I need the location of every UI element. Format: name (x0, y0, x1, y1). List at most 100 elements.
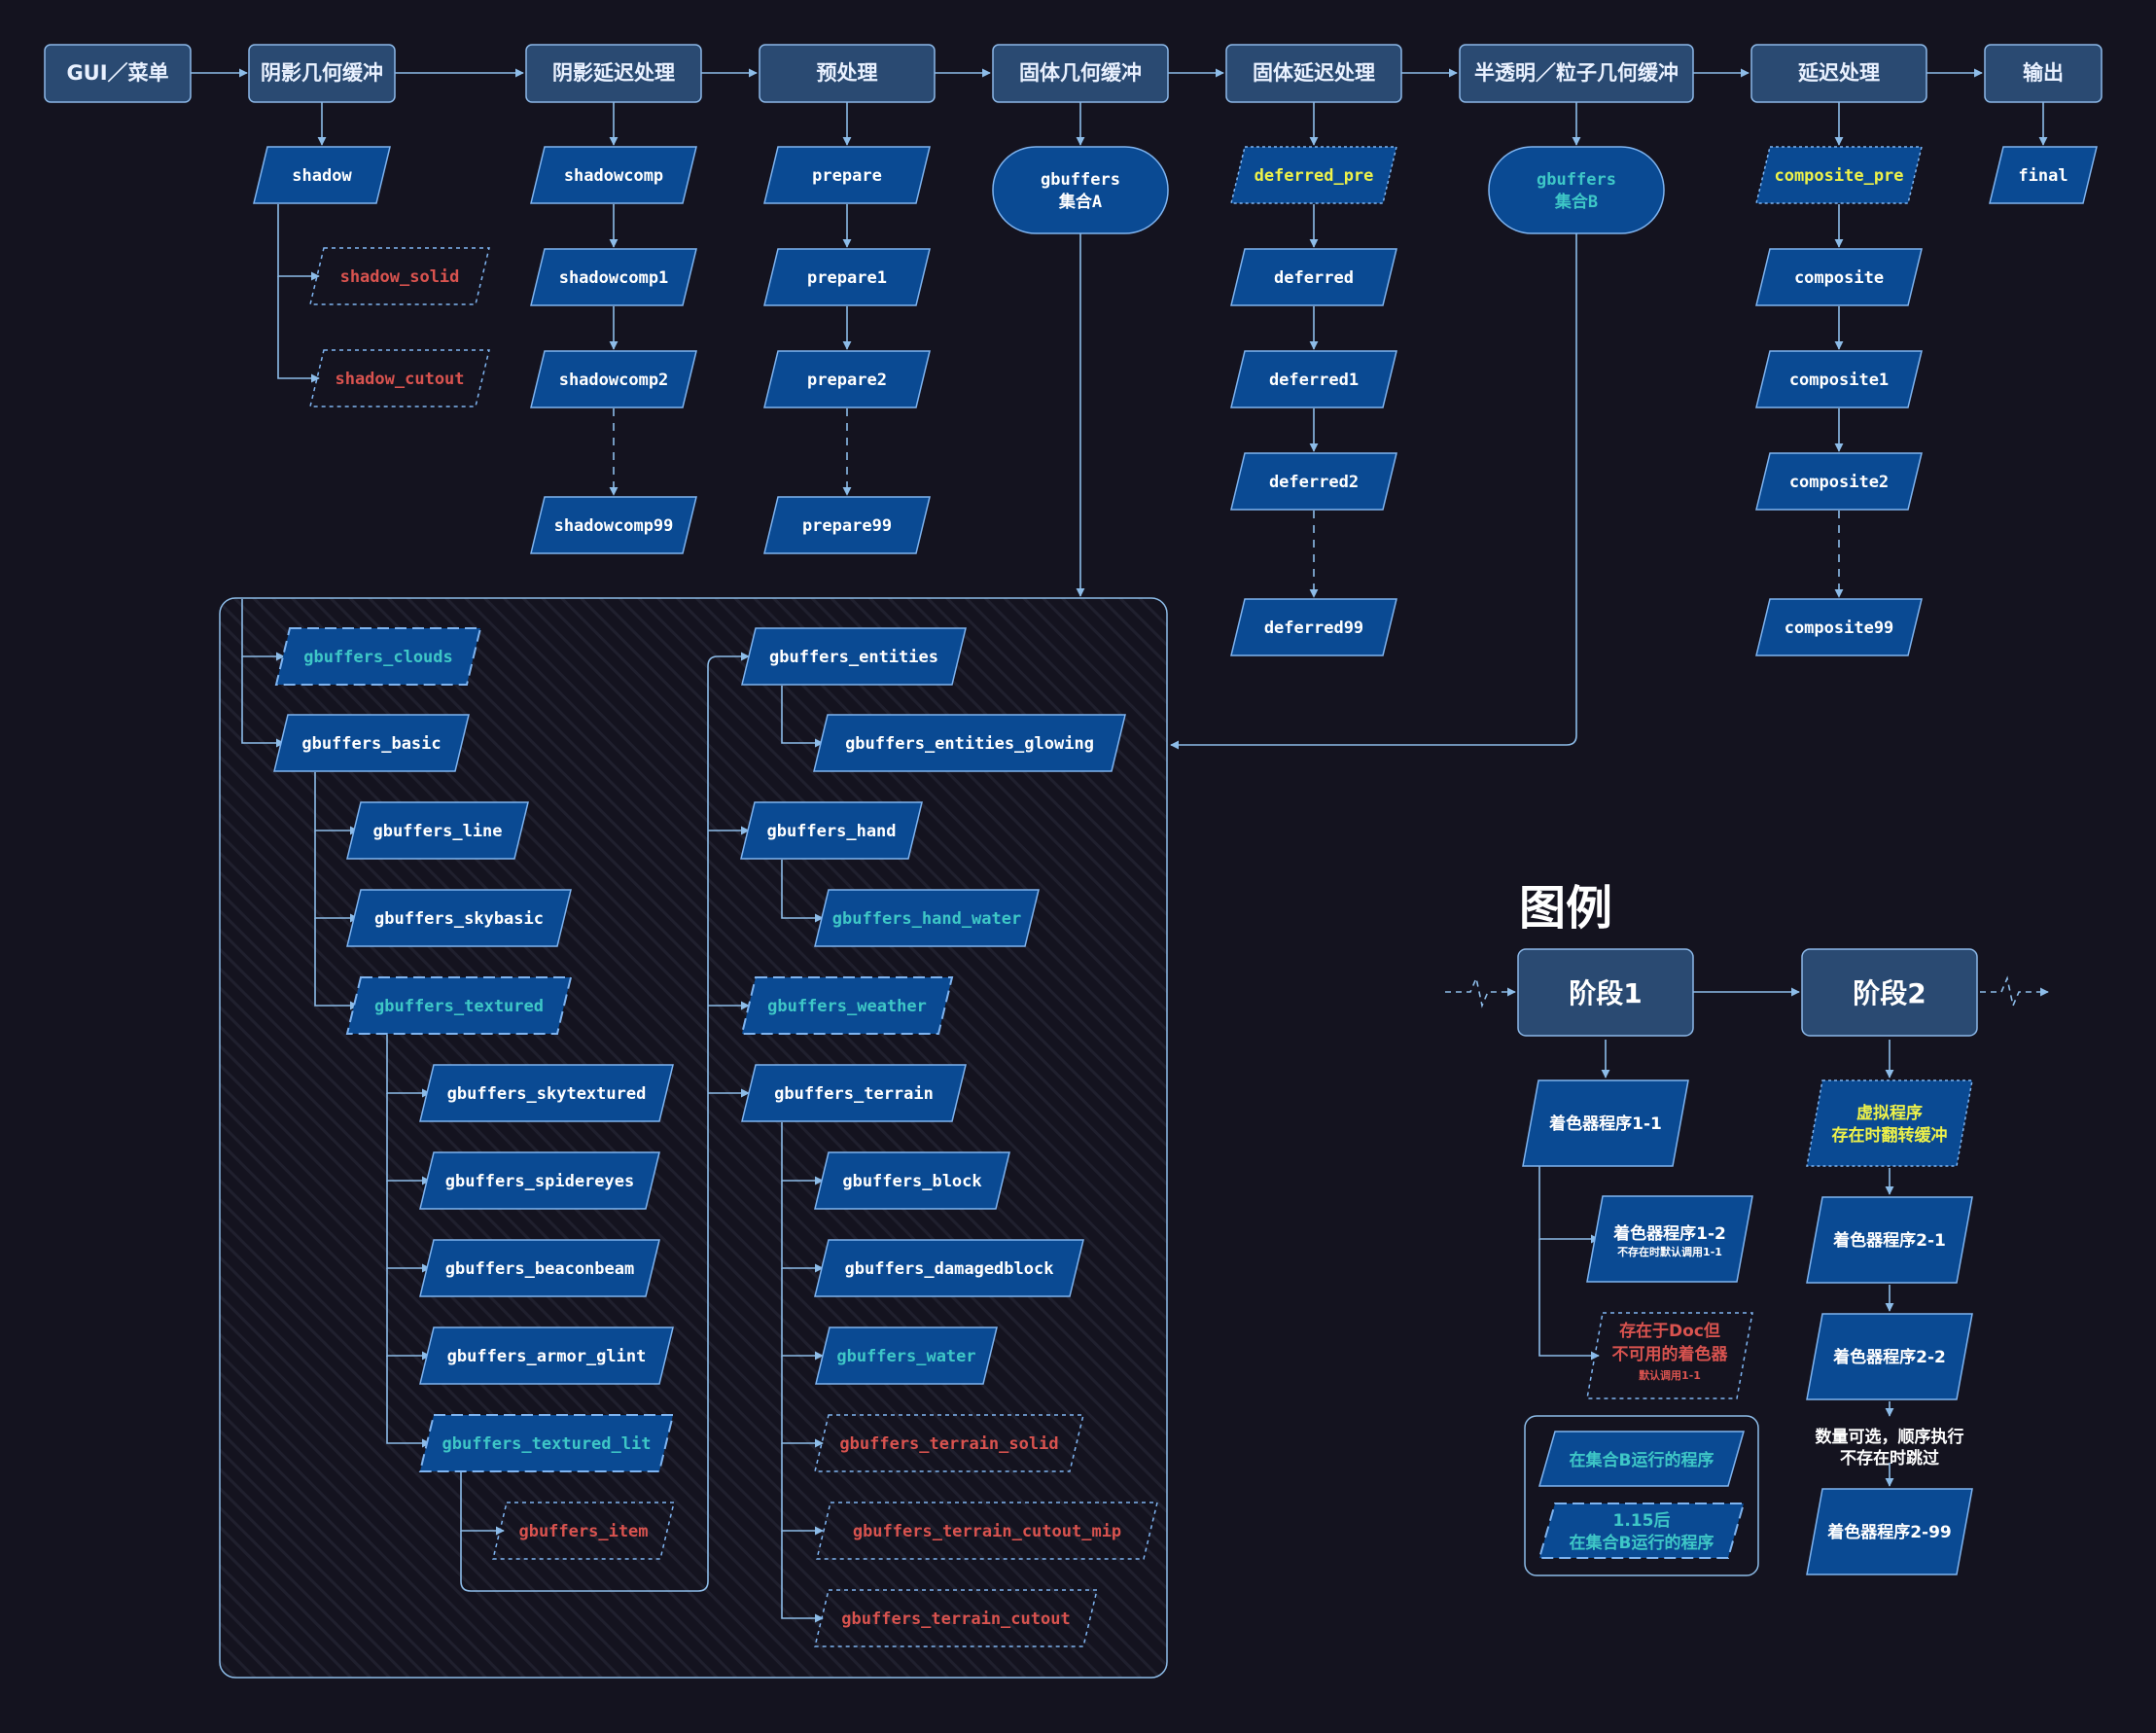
legend-optional-note-2: 不存在时跳过 (1840, 1448, 1939, 1468)
legend-text: 在集合B运行的程序 (1570, 1533, 1714, 1553)
program-label: gbuffers_terrain_solid (839, 1434, 1058, 1454)
stage-solid-deferred: 固体延迟处理 (1225, 44, 1402, 103)
program-label: gbuffers_line (372, 822, 502, 841)
program-gbuffers-terrain-cutout: gbuffers_terrain_cutout (814, 1589, 1098, 1647)
stage-prepare: 预处理 (759, 44, 936, 103)
program-gbuffers-beaconbeam: gbuffers_beaconbeam (419, 1239, 660, 1297)
program-gbuffers-terrain-solid: gbuffers_terrain_solid (814, 1414, 1084, 1472)
program-composite: composite (1755, 248, 1923, 306)
legend-stage-2: 阶段2 (1801, 948, 1978, 1037)
program-label: prepare99 (802, 516, 892, 536)
program-gbuffers-terrain: gbuffers_terrain (741, 1064, 967, 1122)
legend-text: 着色器程序2-1 (1832, 1230, 1946, 1251)
program-label: gbuffers_hand_water (832, 909, 1021, 929)
program-composite2: composite2 (1755, 452, 1923, 511)
stage-shadow-deferred: 阴影延迟处理 (525, 44, 702, 103)
program-deferred: deferred (1230, 248, 1397, 306)
legend-text: 存在时翻转缓冲 (1832, 1125, 1948, 1146)
stage-label: 半透明／粒子几何缓冲 (1474, 61, 1679, 85)
program-label: gbuffers_armor_glint (447, 1347, 647, 1366)
program-label: gbuffers_entities_glowing (845, 734, 1094, 754)
program-prepare99: prepare99 (763, 496, 931, 554)
stage-deferred: 延迟处理 (1750, 44, 1927, 103)
stage-label: 预处理 (817, 61, 878, 85)
program-label: shadowcomp2 (559, 371, 669, 390)
stage-solid-gbuffer: 固体几何缓冲 (992, 44, 1169, 103)
program-gbuffers-hand-water: gbuffers_hand_water (814, 889, 1040, 947)
legend-optional-note-1: 数量可选，顺序执行 (1816, 1427, 1964, 1447)
program-label: shadow_solid (340, 267, 460, 287)
program-deferred-pre: deferred_pre (1230, 146, 1397, 204)
legend-text: 着色器程序2-99 (1826, 1522, 1952, 1542)
legend-text: 虚拟程序 (1856, 1103, 1923, 1123)
program-label: composite1 (1789, 371, 1889, 390)
program-label: final (2018, 166, 2068, 186)
program-label: deferred (1274, 268, 1354, 288)
legend-text: 默认调用1-1 (1639, 1368, 1701, 1382)
program-label: prepare (812, 166, 882, 186)
legend-stage-1: 阶段1 (1517, 948, 1694, 1037)
stage-output: 输出 (1984, 44, 2103, 103)
program-label: gbuffers_hand (766, 822, 896, 841)
program-label: gbuffers_spidereyes (445, 1172, 634, 1191)
program-shadowcomp2: shadowcomp2 (530, 350, 697, 408)
program-gbuffers-spidereyes: gbuffers_spidereyes (419, 1151, 660, 1210)
stage-label: 阴影几何缓冲 (261, 61, 383, 85)
program-gbuffers-basic: gbuffers_basic (273, 714, 470, 772)
program-gbuffers-damagedblock: gbuffers_damagedblock (814, 1239, 1084, 1297)
stage-label: 固体延迟处理 (1253, 61, 1375, 85)
legend-stage-2-label: 阶段2 (1853, 977, 1926, 1009)
legend-text: 存在于Doc但 (1619, 1321, 1720, 1341)
program-gbuffers-hand: gbuffers_hand (740, 801, 923, 860)
program-shadow: shadow (253, 146, 391, 204)
program-label: gbuffers_water (836, 1347, 975, 1366)
stage-label: 阴影延迟处理 (552, 61, 675, 85)
program-gbuffers-line: gbuffers_line (346, 801, 529, 860)
gbuffers-set-a: gbuffers 集合A (992, 146, 1169, 234)
program-gbuffers-skybasic: gbuffers_skybasic (346, 889, 572, 947)
program-gbuffers-terrain-cutout-mip: gbuffers_terrain_cutout_mip (816, 1502, 1158, 1560)
program-gbuffers-textured-lit: gbuffers_textured_lit (418, 1414, 675, 1472)
legend-set-b: 在集合B运行的程序 (1538, 1431, 1745, 1487)
program-label: prepare1 (807, 268, 887, 288)
stage-label: 固体几何缓冲 (1019, 61, 1142, 85)
program-composite99: composite99 (1755, 598, 1923, 656)
legend-text: 1.15后 (1613, 1511, 1671, 1531)
program-label: gbuffers_item (518, 1522, 648, 1541)
program-label: shadow (292, 166, 352, 186)
program-label: gbuffers_terrain_cutout (841, 1609, 1070, 1629)
program-label: shadow_cutout (335, 370, 464, 389)
program-final: final (1989, 146, 2098, 204)
program-label: deferred2 (1269, 473, 1359, 492)
program-label: composite2 (1789, 473, 1889, 492)
program-gbuffers-armor-glint: gbuffers_armor_glint (419, 1326, 674, 1385)
stage-shadow-gbuffer: 阴影几何缓冲 (248, 44, 396, 103)
program-shadowcomp: shadowcomp (530, 146, 697, 204)
program-label: deferred99 (1264, 619, 1363, 638)
program-composite1: composite1 (1755, 350, 1923, 408)
program-label: gbuffers_beaconbeam (445, 1259, 634, 1279)
program-shadowcomp1: shadowcomp1 (530, 248, 697, 306)
program-gbuffers-entities-glowing: gbuffers_entities_glowing (813, 714, 1126, 772)
program-label: gbuffers_basic (301, 734, 441, 754)
legend-text: 着色器程序1-1 (1548, 1114, 1662, 1134)
program-label: gbuffers_terrain (774, 1084, 934, 1104)
legend-text: 着色器程序1-2 (1612, 1223, 1726, 1244)
legend-title: 图例 (1519, 881, 1612, 936)
stage-label: GUI／菜单 (66, 61, 168, 85)
program-label: composite (1794, 268, 1884, 288)
program-label: shadowcomp (564, 166, 663, 186)
stage-label: 延迟处理 (1797, 61, 1880, 85)
program-gbuffers-skytextured: gbuffers_skytextured (419, 1064, 674, 1122)
program-gbuffers-block: gbuffers_block (814, 1151, 1010, 1210)
set-a-label-1: gbuffers (1041, 170, 1120, 190)
program-label: gbuffers_skybasic (374, 909, 544, 929)
program-composite-pre: composite_pre (1755, 146, 1923, 204)
program-label: gbuffers_skytextured (447, 1084, 647, 1104)
program-label: gbuffers_weather (767, 997, 927, 1016)
program-label: composite_pre (1774, 166, 1903, 186)
